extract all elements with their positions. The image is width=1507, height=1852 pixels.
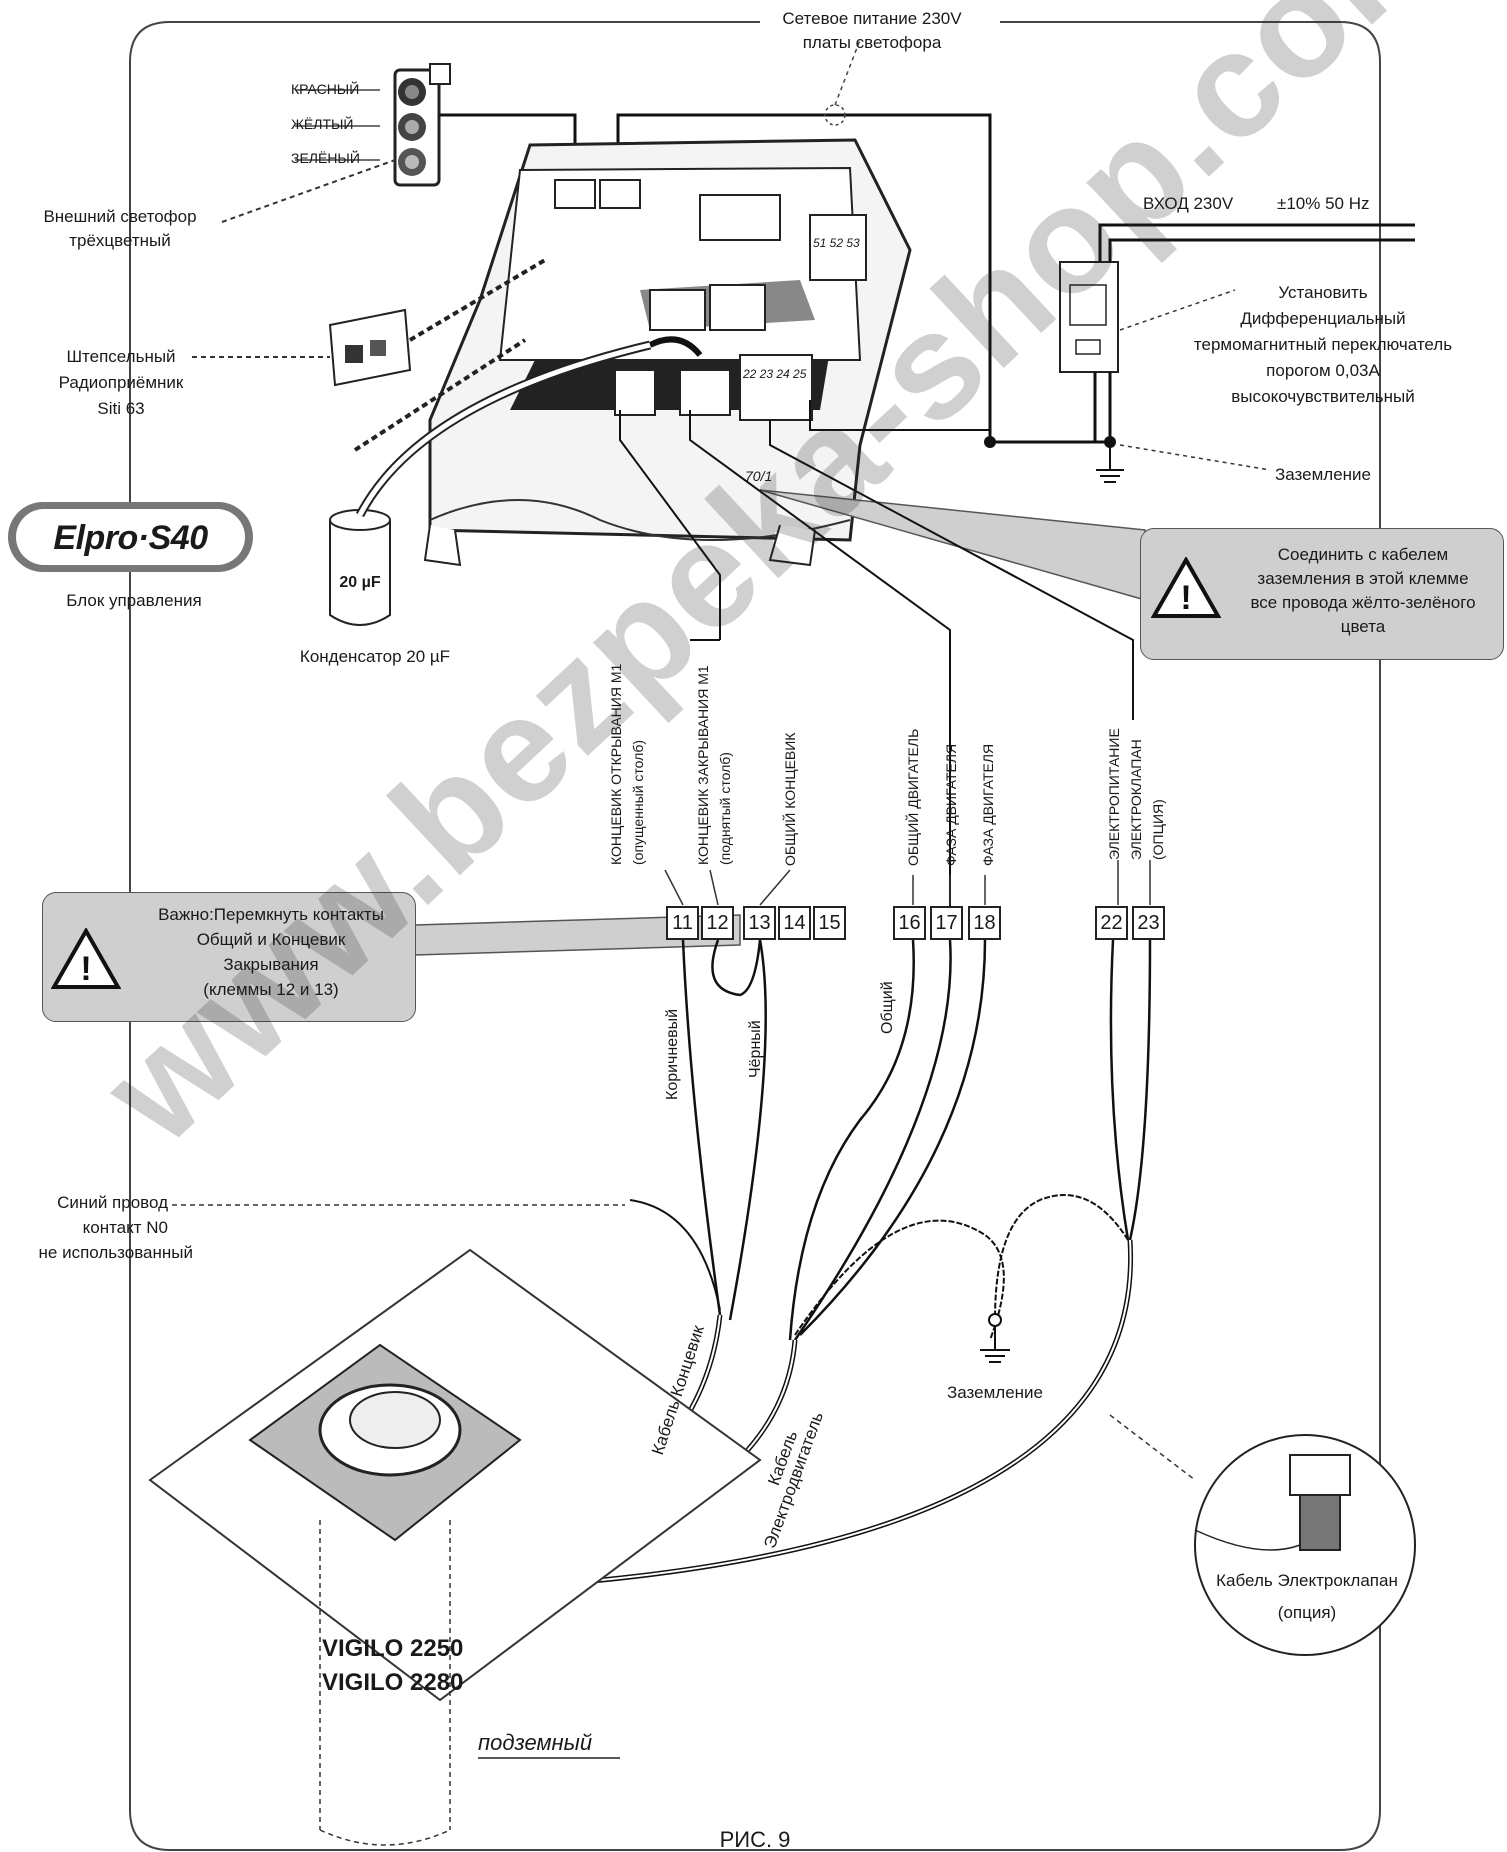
callout-jumper: ! Важно:Перемкнуть контакты Общий и Конц…: [42, 892, 416, 1022]
model-2250: VIGILO 2250: [322, 1635, 464, 1662]
breaker-label-1: Установить: [1278, 283, 1368, 302]
page-frame: [129, 21, 1381, 1851]
logo-caption: Блок управления: [66, 591, 202, 610]
wire-black-label: Чёрный: [747, 1020, 764, 1078]
label-valve: ЭЛЕКТРОКЛАПАН: [1128, 739, 1144, 860]
callout-ground-cable: ! Соединить с кабелем заземления в этой …: [1140, 528, 1504, 660]
traffic-light-label: Внешний светофор: [43, 207, 197, 226]
warning-icon: !: [51, 928, 121, 989]
breaker-label-5: высокочувствительный: [1231, 387, 1415, 406]
input-label: ВХОД 230V: [1143, 194, 1234, 213]
underground-label: подземный: [478, 1730, 593, 1755]
radio-label-3: Siti 63: [97, 399, 145, 418]
radio-label-1: Штепсельный: [66, 347, 176, 366]
input-tolerance: ±10% 50 Hz: [1277, 194, 1370, 213]
radio-receiver-icon: [328, 308, 412, 387]
breaker-label-2: Дифференциальный: [1240, 309, 1406, 328]
callout-right-line-3: все провода жёлто-зелёного: [1250, 593, 1476, 612]
warning-icon: !: [1151, 557, 1221, 618]
svg-text:!: !: [1180, 579, 1191, 617]
svg-text:!: !: [80, 950, 91, 988]
capacitor-value: 20 µF: [339, 574, 381, 591]
electrovalve-icon: [1194, 1434, 1416, 1656]
traffic-light-icon: [393, 63, 451, 187]
wire-brown-label: Коричневый: [664, 1008, 681, 1100]
breaker-label-3: термомагнитный переключатель: [1193, 335, 1453, 354]
figure-caption: РИС. 9: [719, 1827, 791, 1852]
label-motor-phase-1: ФАЗА ДВИГАТЕЛЯ: [943, 743, 959, 866]
callout-left-line-1: Важно:Перемкнуть контакты: [158, 905, 384, 924]
valve-cable-option: (опция): [1277, 1603, 1337, 1622]
terminal-18: 18: [968, 906, 1001, 940]
terminal-14: 14: [778, 906, 811, 940]
circuit-breaker-icon: [1059, 261, 1119, 373]
traffic-light-sublabel: трёхцветный: [69, 231, 171, 250]
control-box: [423, 138, 912, 567]
callout-left-line-4: (клеммы 12 и 13): [203, 980, 339, 999]
label-motor-phase-2: ФАЗА ДВИГАТЕЛЯ: [980, 743, 996, 866]
blue-wire-label-1: Синий провод: [57, 1193, 168, 1212]
power-supply-sublabel: платы светофора: [802, 33, 942, 52]
blue-wire-label-3: не использованный: [38, 1243, 193, 1262]
callout-right-line-2: заземления в этой клемме: [1257, 569, 1469, 588]
light-green-label: ЗЕЛЁНЫЙ: [291, 150, 360, 166]
light-red-label: КРАСНЫЙ: [291, 81, 360, 97]
terminal-17: 17: [930, 906, 963, 940]
breaker-label-4: порогом 0,03А: [1266, 361, 1380, 380]
label-close-limit-sub: (поднятый столб): [717, 752, 733, 865]
label-motor-common: ОБЩИЙ ДВИГАТЕЛЬ: [905, 728, 921, 866]
bollard-base-icon: [148, 1248, 762, 1846]
terminal-22: 22: [1095, 906, 1128, 940]
power-supply-label: Сетевое питание 230V: [782, 9, 962, 28]
board-terminals-22: 22 23 24 25: [743, 367, 807, 381]
terminal-13: 13: [743, 906, 776, 940]
callout-left-line-3: Закрывания: [223, 955, 319, 974]
terminal-15: 15: [813, 906, 846, 940]
board-terminals-51: 51 52 53: [813, 236, 860, 250]
valve-cable-label: Кабель Электроклапан: [1216, 1571, 1398, 1590]
callout-right-line-4: цвета: [1340, 617, 1386, 636]
capacitor-caption: Конденсатор 20 µF: [299, 647, 451, 666]
blue-wire-label-2: контакт N0: [82, 1218, 168, 1237]
ground-bottom-label: Заземление: [947, 1383, 1043, 1402]
capacitor-icon: [329, 509, 391, 626]
terminal-23: 23: [1132, 906, 1165, 940]
model-2280: VIGILO 2280: [322, 1669, 464, 1696]
callout-left-line-2: Общий и Концевик: [196, 930, 346, 949]
label-common-limit: ОБЩИЙ КОНЦЕВИК: [782, 732, 798, 866]
radio-label-2: Радиоприёмник: [58, 373, 184, 392]
callout-right-line-1: Соединить с кабелем: [1277, 545, 1449, 564]
label-valve-power: ЭЛЕКТРОПИТАНИЕ: [1106, 728, 1122, 860]
terminal-16: 16: [893, 906, 926, 940]
ground-top-label: Заземление: [1275, 465, 1371, 484]
board-capacitor-terminal: 70/1: [745, 468, 773, 484]
light-yellow-label: ЖЁЛТЫЙ: [291, 116, 354, 132]
label-valve-option: (ОПЦИЯ): [1150, 799, 1166, 860]
terminal-11: 11: [666, 906, 699, 940]
elpro-logo: Elpro·S40: [8, 502, 253, 572]
wire-common-label: Общий: [879, 981, 896, 1034]
terminal-12: 12: [701, 906, 734, 940]
